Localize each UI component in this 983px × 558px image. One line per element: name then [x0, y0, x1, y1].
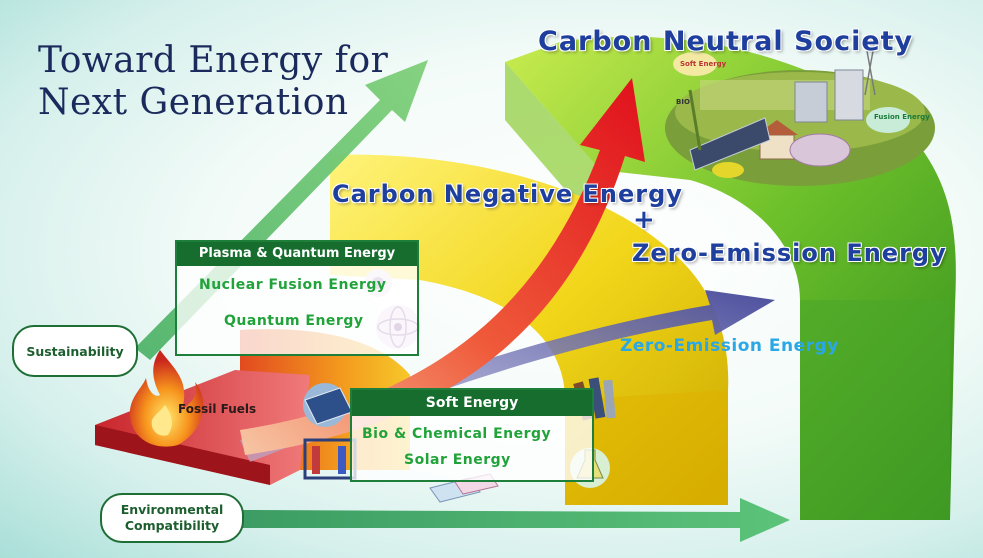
environmental-label-line-1: Environmental — [120, 502, 224, 517]
fossil-fuels-label: Fossil Fuels — [178, 402, 257, 416]
plus-sign: + — [633, 205, 656, 235]
environmental-label-line-2: Compatibility — [124, 518, 220, 533]
environmental-arrow — [240, 498, 790, 542]
scene-label-bio: BIO — [676, 98, 690, 106]
carbon-neutral-city-scene — [665, 39, 935, 186]
fire-icon — [129, 350, 204, 447]
solar-energy-label: Solar Energy — [404, 452, 511, 468]
environmental-compatibility-pill: Environmental Compatibility — [100, 493, 244, 543]
scene-label-fusion: Fusion Energy — [874, 113, 930, 121]
title-line-2: Next Generation — [38, 82, 349, 123]
sustainability-label: Sustainability — [26, 343, 124, 359]
zero-emission-heading-lower: Zero-Emission Energy — [620, 336, 839, 356]
solar-panel-icon — [303, 383, 353, 427]
quantum-energy-label: Quantum Energy — [224, 313, 364, 329]
zero-emission-heading-upper: Zero-Emission Energy — [632, 239, 947, 267]
plasma-quantum-header: Plasma & Quantum Energy — [177, 242, 417, 266]
scene-label-soft: Soft Energy — [680, 60, 727, 68]
carbon-negative-heading: Carbon Negative Energy — [332, 180, 683, 208]
bio-chemical-label: Bio & Chemical Energy — [362, 426, 552, 442]
sustainability-pill: Sustainability — [12, 325, 138, 377]
title-line-1: Toward Energy for — [38, 40, 389, 81]
nuclear-fusion-label: Nuclear Fusion Energy — [199, 277, 387, 293]
zero-emission-arrow — [240, 290, 775, 462]
carbon-neutral-heading: Carbon Neutral Society — [538, 26, 914, 57]
carbon-negative-arrow — [240, 78, 645, 455]
plasma-quantum-box: Plasma & Quantum Energy — [175, 240, 419, 356]
soft-energy-header: Soft Energy — [352, 390, 592, 416]
soft-energy-box: Soft Energy — [350, 388, 594, 482]
